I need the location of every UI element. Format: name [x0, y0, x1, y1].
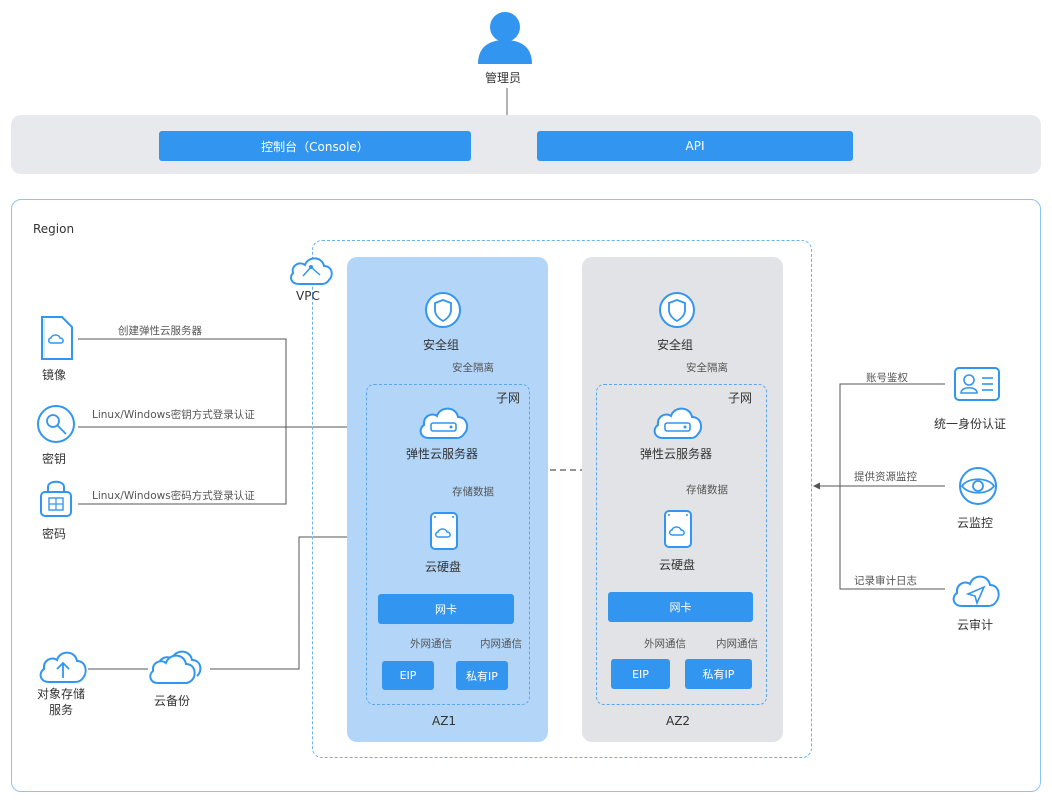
iam-label: 统一身份认证: [934, 417, 1007, 431]
key-icon: [36, 404, 76, 444]
az1-security-group-label: 安全组: [423, 338, 460, 352]
password-login-text: Linux/Windows密码方式登录认证: [92, 490, 255, 502]
object-storage-label-text: 对象存储 服务: [37, 687, 86, 717]
az2-private-ip: 私有IP: [685, 659, 752, 689]
az1-zone: [347, 257, 548, 742]
key-login-text: Linux/Windows密钥方式登录认证: [92, 409, 255, 421]
shield-icon: [658, 291, 696, 329]
evs-disk-icon: [429, 511, 459, 551]
vpc-label: VPC: [296, 289, 320, 303]
password-label: 密码: [42, 527, 67, 541]
az1-eip: EIP: [382, 661, 434, 690]
password-lock-icon: [38, 478, 74, 518]
ecs-cloud-icon: [417, 404, 471, 442]
vpc-cloud-icon: [287, 253, 335, 287]
az1-storage-data-label: 存储数据: [452, 486, 494, 498]
cts-label: 云审计: [957, 618, 994, 632]
image-label: 镜像: [42, 368, 67, 382]
create-ecs-text: 创建弹性云服务器: [118, 325, 202, 337]
az2-subnet-label: 子网: [728, 391, 753, 405]
az2-internal-label: 内网通信: [716, 638, 758, 650]
audit-text: 记录审计日志: [854, 575, 917, 587]
az1-isolation-label: 安全隔离: [452, 362, 494, 374]
az1-private-ip: 私有IP: [456, 661, 508, 690]
az1-ecs-label: 弹性云服务器: [406, 447, 479, 461]
az1-nic: 网卡: [378, 594, 514, 624]
account-auth-text: 账号鉴权: [866, 372, 908, 384]
object-storage-icon: [37, 648, 89, 686]
object-storage-label: 对象存储 服务: [37, 686, 85, 718]
az1-external-label: 外网通信: [410, 638, 452, 650]
az1-internal-label: 内网通信: [480, 638, 522, 650]
api-button[interactable]: API: [537, 131, 853, 161]
shield-icon: [424, 291, 462, 329]
image-icon: [38, 315, 74, 361]
cloud-audit-icon: [950, 572, 1002, 610]
id-card-icon: [953, 366, 1001, 402]
az2-subnet-box: [596, 384, 767, 705]
az2-nic: 网卡: [608, 592, 753, 622]
vpc-box: [312, 240, 812, 758]
monitor-text: 提供资源监控: [854, 471, 917, 483]
az2-evs-label: 云硬盘: [659, 558, 696, 572]
cloud-backup-icon: [146, 643, 208, 687]
admin-user-icon: [476, 10, 534, 64]
region-label: Region: [33, 222, 75, 236]
region-box: [11, 199, 1041, 792]
az1-subnet-box: [366, 384, 530, 705]
az2-security-group-label: 安全组: [657, 338, 694, 352]
az2-ecs-label: 弹性云服务器: [640, 447, 713, 461]
az1-subnet-label: 子网: [496, 391, 521, 405]
ces-label: 云监控: [957, 516, 994, 530]
az2-storage-data-label: 存储数据: [686, 484, 728, 496]
evs-disk-icon: [663, 509, 693, 549]
cloud-backup-label: 云备份: [154, 694, 191, 708]
admin-label: 管理员: [485, 71, 522, 85]
eye-monitor-icon: [953, 466, 1003, 506]
az2-external-label: 外网通信: [644, 638, 686, 650]
key-label: 密钥: [42, 452, 67, 466]
az2-label: AZ2: [666, 714, 691, 728]
az2-eip: EIP: [611, 659, 670, 689]
az1-label: AZ1: [432, 714, 457, 728]
az1-evs-label: 云硬盘: [425, 560, 462, 574]
ecs-cloud-icon: [651, 404, 705, 442]
az2-isolation-label: 安全隔离: [686, 362, 728, 374]
console-button[interactable]: 控制台（Console）: [159, 131, 471, 161]
